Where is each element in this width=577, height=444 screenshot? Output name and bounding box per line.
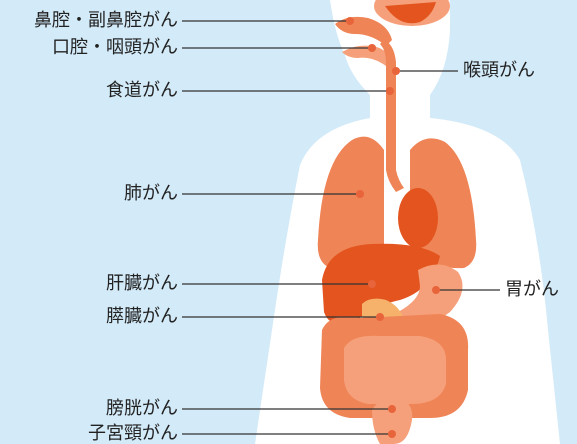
label-pancreas: 膵臓がん <box>6 307 178 327</box>
label-nasal: 鼻腔・副鼻腔がん <box>6 11 178 31</box>
label-stomach: 胃がん <box>505 280 559 300</box>
marker-lung <box>356 190 364 198</box>
marker-bladder <box>388 405 396 413</box>
marker-oral <box>368 44 376 52</box>
label-oral: 口腔・咽頭がん <box>6 38 178 58</box>
label-larynx: 喉頭がん <box>463 61 535 81</box>
label-bladder: 膀胱がん <box>6 399 178 419</box>
marker-larynx <box>392 67 400 75</box>
label-lung: 肺がん <box>6 184 178 204</box>
marker-cervix <box>388 430 396 438</box>
marker-nasal <box>346 17 354 25</box>
marker-esophagus <box>386 87 394 95</box>
label-esophagus: 食道がん <box>6 81 178 101</box>
heart-shape <box>398 188 438 248</box>
marker-pancreas <box>376 313 384 321</box>
label-liver: 肝臓がん <box>6 274 178 294</box>
label-cervix: 子宮頸がん <box>6 424 178 444</box>
small-intestine-shape <box>344 336 446 404</box>
marker-liver <box>368 280 376 288</box>
marker-stomach <box>432 286 440 294</box>
